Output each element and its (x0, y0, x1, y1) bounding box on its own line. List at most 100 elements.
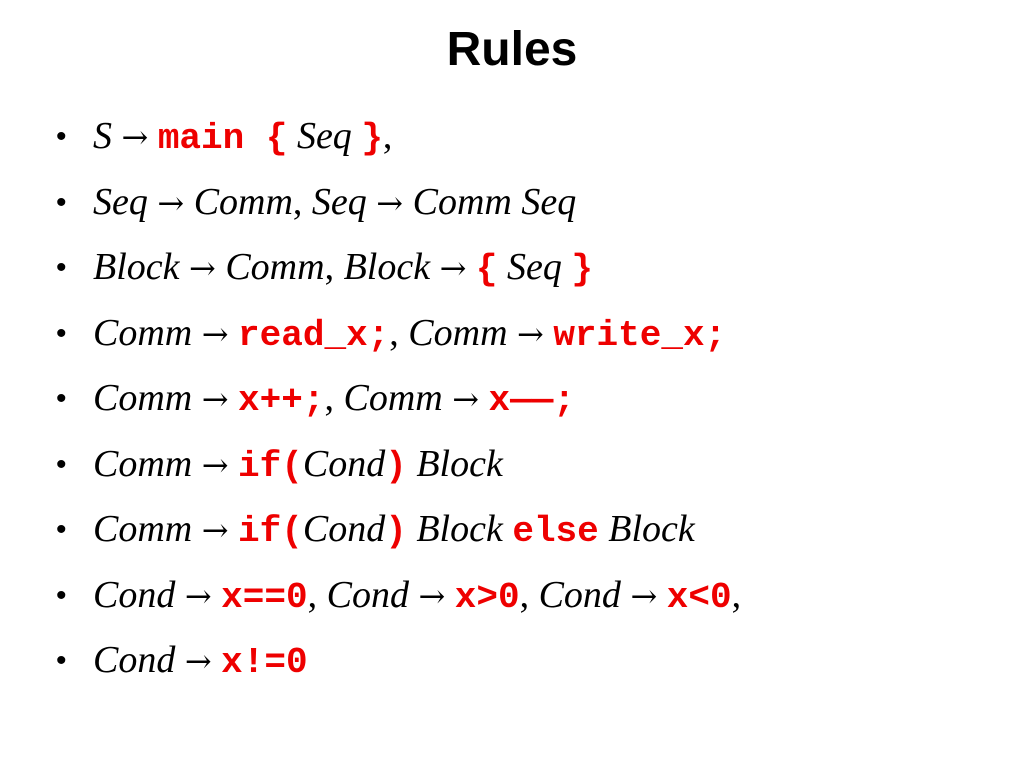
separator (599, 508, 609, 550)
separator (229, 312, 239, 354)
terminal-token: } (361, 118, 383, 159)
rule-text: Comm → if(Cond) Block else Block (93, 497, 695, 565)
terminal-token: main { (157, 118, 288, 159)
nonterminal: Comm (225, 246, 325, 288)
nonterminal: Block (608, 508, 695, 550)
arrow-symbol: → (184, 576, 212, 615)
arrow-symbol: → (201, 380, 229, 418)
terminal-token: write_x; (553, 314, 727, 356)
nonterminal: Seq (296, 115, 352, 157)
rule-text: Comm → x++;, Comm → x——; (93, 366, 575, 434)
arrow-symbol: → (157, 183, 185, 222)
separator: , (324, 377, 344, 419)
nonterminal: Cond (93, 639, 176, 681)
separator (445, 574, 455, 616)
nonterminal: Seq (93, 180, 148, 223)
terminal-token: if( (238, 511, 303, 552)
rule-text: Block → Comm, Block → { Seq } (93, 235, 593, 303)
bullet-icon: • (56, 185, 67, 219)
slide-title: Rules (446, 23, 578, 76)
terminal-token: x++; (238, 380, 325, 421)
rule-text: Comm → if(Cond) Block (93, 432, 503, 500)
nonterminal: Comm (408, 311, 508, 354)
terminal-token: ) (385, 445, 407, 487)
separator (498, 246, 508, 288)
separator (403, 181, 413, 223)
separator (657, 574, 667, 616)
arrow-symbol: → (439, 249, 467, 287)
arrow-symbol: → (184, 642, 212, 680)
separator (212, 639, 222, 681)
terminal-token: x!=0 (221, 642, 308, 683)
separator (175, 639, 185, 681)
separator (212, 574, 222, 616)
bullet-icon: • (56, 447, 67, 481)
separator (544, 312, 554, 354)
separator (287, 115, 297, 157)
bullet-icon: • (56, 316, 67, 350)
rule-item: •Comm → read_x;, Comm → write_x; (0, 301, 1024, 367)
separator (184, 181, 194, 223)
nonterminal: Block (343, 246, 431, 288)
terminal-token: x==0 (221, 576, 308, 618)
terminal-token: } (571, 249, 593, 290)
separator (367, 181, 377, 223)
nonterminal: Block (93, 246, 180, 288)
nonterminal: Cond (326, 573, 409, 616)
terminal-token: x<0 (666, 576, 732, 618)
bullet-icon: • (56, 382, 67, 415)
separator (148, 181, 158, 223)
terminal-token: if( (238, 445, 303, 487)
separator: , (731, 573, 742, 616)
rule-text: S → main { Seq }, (93, 104, 392, 172)
arrow-symbol: → (201, 314, 229, 353)
bullet-icon: • (56, 578, 67, 612)
separator (112, 115, 122, 157)
nonterminal: Cond (93, 573, 176, 616)
bullet-icon: • (56, 120, 67, 153)
terminal-token: read_x; (238, 314, 390, 356)
rule-text: Cond → x==0, Cond → x>0, Cond → x<0, (93, 563, 741, 631)
rule-item: • Comm → if(Cond) Block (0, 432, 1024, 498)
nonterminal: Seq (507, 246, 562, 288)
separator (192, 377, 202, 419)
terminal-token: else (512, 511, 599, 552)
separator: , (307, 573, 327, 616)
separator (466, 246, 476, 288)
nonterminal: Block (416, 442, 503, 485)
arrow-symbol: → (418, 576, 446, 615)
nonterminal: Comm (93, 442, 193, 485)
separator (407, 443, 417, 485)
rules-list: • S → main { Seq }, • Seq → Comm, Seq → Com… (0, 104, 1024, 694)
separator (479, 377, 489, 419)
nonterminal: Comm Seq (412, 180, 577, 223)
arrow-symbol: → (452, 380, 480, 418)
nonterminal: Comm (93, 508, 193, 550)
separator (407, 508, 417, 550)
rule-item: • Seq → Comm, Seq → Comm Seq (0, 170, 1024, 236)
nonterminal: Comm (193, 180, 293, 223)
separator (503, 508, 513, 550)
arrow-symbol: → (376, 183, 404, 222)
terminal-token: { (475, 249, 498, 290)
rule-item: • S → main { Seq }, (0, 104, 1024, 170)
rule-item: • Comm → if(Cond) Block else Block (0, 497, 1024, 563)
rule-text: Cond → x!=0 (93, 628, 308, 696)
separator (443, 377, 453, 419)
bullet-icon: • (56, 513, 67, 546)
rule-item: •Block → Comm, Block → { Seq } (0, 235, 1024, 301)
separator (175, 574, 185, 616)
nonterminal: S (93, 115, 112, 157)
arrow-symbol: → (630, 576, 658, 615)
nonterminal: Block (416, 508, 503, 550)
bullet-icon: • (56, 644, 67, 677)
separator: , (292, 180, 312, 223)
arrow-symbol: → (201, 445, 229, 484)
nonterminal: Seq (311, 180, 367, 223)
nonterminal: Comm (93, 377, 193, 419)
separator (621, 574, 631, 616)
rule-item: • Comm → x++;, Comm → x——; (0, 366, 1024, 432)
nonterminal: Cond (538, 573, 621, 616)
nonterminal: Cond (302, 508, 386, 550)
separator: , (389, 311, 409, 354)
